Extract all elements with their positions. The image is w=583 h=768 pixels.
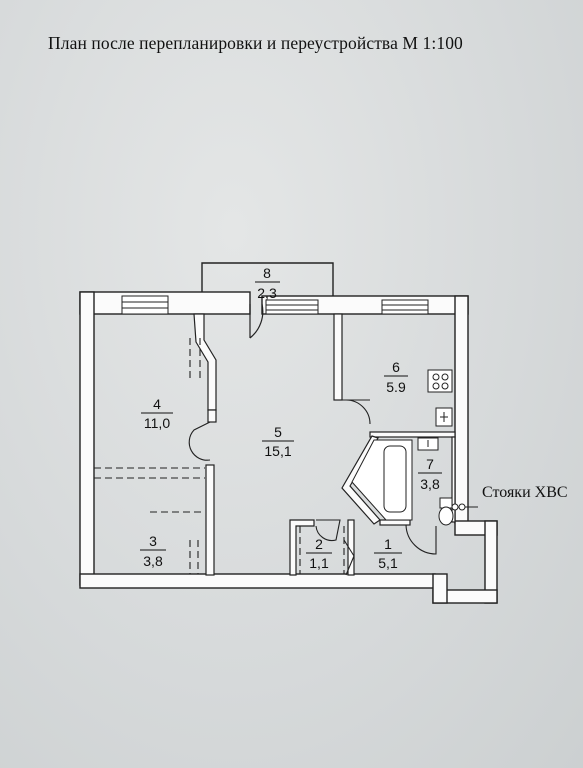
room-6-area: 5.9 (386, 379, 406, 395)
room-4-number: 4 (153, 396, 161, 412)
room-5-number: 5 (274, 424, 282, 440)
room-3-number: 3 (149, 533, 157, 549)
balcony-outline (201, 262, 334, 297)
room-3-label: 3 3,8 (140, 533, 166, 569)
room-4-label: 4 11,0 (141, 396, 173, 431)
doors (188, 399, 437, 576)
room-8-number: 8 (263, 265, 271, 281)
room-6-number: 6 (392, 359, 400, 375)
room-7-label: 7 3,8 (418, 456, 442, 492)
room-1-number: 1 (384, 536, 392, 552)
room-3-area: 3,8 (143, 553, 163, 569)
bathtub (351, 439, 413, 521)
windows (121, 295, 429, 315)
riser-label: Стояки ХВС (482, 484, 568, 501)
room-1-label: 1 5,1 (374, 536, 402, 571)
room-2-area: 1,1 (309, 555, 329, 571)
balcony-door (249, 303, 264, 339)
room-5-label: 5 15,1 (262, 424, 294, 459)
room-7-number: 7 (426, 456, 434, 472)
kitchen-sink (435, 407, 453, 427)
room-6-label: 6 5.9 (384, 359, 408, 395)
room-2-label: 2 1,1 (306, 536, 332, 571)
room-7-area: 3,8 (420, 476, 440, 492)
interior-walls (193, 313, 456, 576)
bathroom-sink (417, 437, 439, 451)
room-8-area: 2,3 (257, 285, 277, 301)
room-2-number: 2 (315, 536, 323, 552)
stove (427, 369, 453, 393)
riser-pipes (451, 503, 478, 511)
room-8-label: 8 2,3 (255, 265, 280, 301)
toilet (438, 497, 454, 526)
room-5-area: 15,1 (264, 443, 291, 459)
dashed-partitions (94, 338, 345, 574)
room-4-area: 11,0 (144, 415, 170, 431)
plan-title: План после перепланировки и переустройст… (48, 33, 463, 53)
room-1-area: 5,1 (378, 555, 398, 571)
